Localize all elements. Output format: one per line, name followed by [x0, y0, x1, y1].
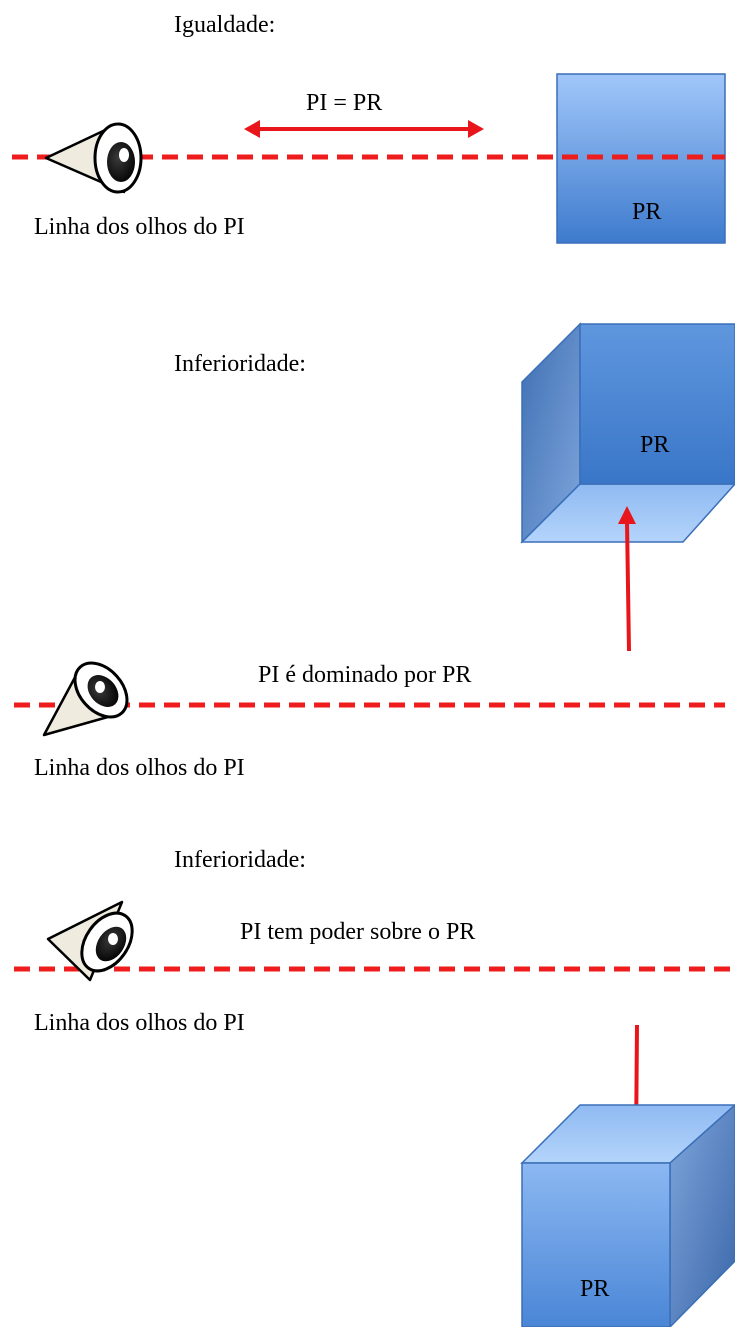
equality-arrow [244, 120, 484, 138]
eye-cone-icon [46, 900, 134, 982]
relation-label: PI é dominado por PR [258, 662, 471, 688]
box-label: PR [640, 432, 669, 458]
eye-cone-icon [42, 661, 129, 737]
relation-label: PI tem poder sobre o PR [240, 919, 475, 945]
box-label: PR [632, 199, 661, 225]
eye-line-label: Linha dos olhos do PI [34, 755, 245, 781]
panel-inferiority-power: Inferioridade: PI tem poder sobre o PR L… [14, 847, 735, 1327]
relation-label: PI = PR [306, 90, 382, 116]
eye-line-label: Linha dos olhos do PI [34, 1010, 245, 1036]
pr-box [520, 1103, 735, 1327]
panel-heading: Inferioridade: [174, 351, 306, 377]
panel-inferiority-dominated: Inferioridade: PR PI é dominado por PR L… [14, 322, 735, 781]
panel-heading: Igualdade: [174, 12, 275, 38]
eye-line-label: Linha dos olhos do PI [34, 214, 245, 240]
look-up-arrow [618, 506, 636, 652]
panel-heading: Inferioridade: [174, 847, 306, 873]
box-label: PR [580, 1276, 609, 1302]
panel-equality: Igualdade: PR PI = PR Linha dos olhos do… [12, 12, 726, 244]
eye-cone-icon [44, 122, 143, 194]
